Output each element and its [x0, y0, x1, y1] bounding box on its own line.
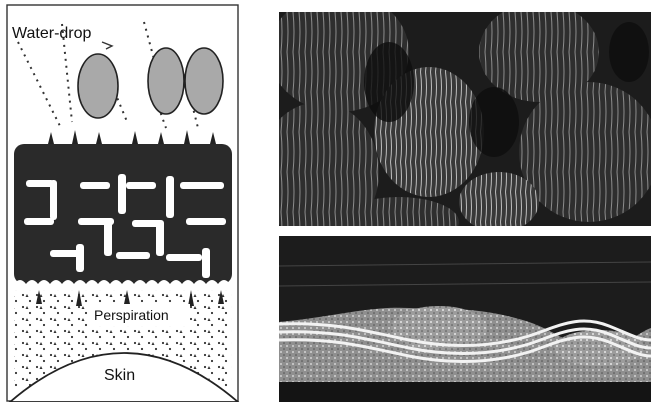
fabric-surface-micrograph	[279, 12, 651, 226]
fabric-cross-section-micrograph	[279, 236, 651, 402]
woven-fabric-layer	[12, 144, 232, 288]
micrograph-top-svg	[279, 12, 651, 226]
water-drop-shape	[78, 54, 118, 118]
perspiration-label: Perspiration	[94, 307, 169, 323]
schematic-svg: Water-drop Perspiration Skin	[6, 4, 240, 402]
water-drop-label: Water-drop	[12, 25, 92, 42]
water-drop-shape	[148, 48, 184, 114]
water-drop-shape	[185, 48, 223, 114]
fabric-schematic-diagram: Water-drop Perspiration Skin	[6, 4, 240, 402]
micrograph-bottom-svg	[279, 236, 651, 402]
skin-label: Skin	[104, 367, 135, 384]
